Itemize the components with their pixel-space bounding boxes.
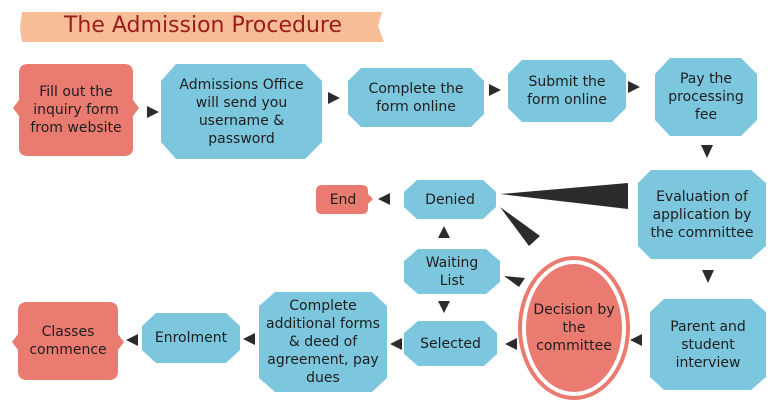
node-pay-fee-shape [655, 58, 757, 136]
node-inquiry-label: Fill out the inquiry form from website [30, 84, 122, 136]
node-waiting-list: Waiting List [416, 251, 488, 292]
node-additional-forms-label: Complete additional forms & deed of agre… [266, 298, 380, 386]
node-decision-inner [526, 264, 622, 392]
node-send-credentials-shape [161, 64, 322, 159]
node-end-shape [316, 185, 373, 214]
node-classes: Classes commence [22, 304, 114, 378]
node-interview-label: Parent and student interview [670, 318, 746, 371]
node-complete-online: Complete the form online [354, 70, 478, 125]
arrow-decision-to-selected [505, 338, 517, 350]
node-end: End [318, 186, 368, 213]
node-evaluation: Evaluation of application by the committ… [646, 172, 758, 257]
node-additional-forms: Complete additional forms & deed of agre… [262, 294, 384, 390]
node-selected: Selected [408, 323, 493, 364]
page-title: The Admission Procedure [63, 12, 343, 38]
title-banner [20, 12, 384, 42]
node-submit-online-label: Submit the form online [527, 74, 607, 108]
node-denied: Denied [408, 182, 492, 217]
node-enrolment: Enrolment [146, 315, 236, 361]
node-inquiry-shape [13, 64, 139, 156]
node-enrolment-label: Enrolment [154, 330, 228, 346]
node-send-credentials: Admissions Office will send you username… [171, 66, 312, 157]
arrow-pay-to-evaluation [701, 145, 713, 158]
arrow-forms-to-enrolment [243, 333, 255, 345]
node-classes-label: Classes commence [29, 324, 107, 358]
node-classes-shape [12, 302, 124, 380]
node-evaluation-shape [638, 170, 766, 259]
arrow-waiting-to-selected [438, 301, 450, 313]
arrow-selected-to-forms [390, 338, 402, 350]
arrow-interview-to-decision [630, 334, 642, 346]
node-denied-shape [404, 180, 496, 219]
node-submit-online: Submit the form online [514, 62, 620, 120]
node-waiting-list-shape [404, 249, 500, 294]
node-complete-online-shape [348, 68, 484, 127]
arrow-enrolment-to-classes [126, 334, 138, 346]
node-enrolment-shape [142, 313, 240, 363]
node-interview: Parent and student interview [660, 301, 756, 388]
node-send-credentials-label: Admissions Office will send you username… [179, 76, 304, 147]
node-submit-online-shape [508, 60, 626, 122]
node-denied-label: Denied [425, 191, 475, 208]
node-pay-fee-label: Pay the processing fee [668, 71, 744, 123]
arrow-decision-to-waiting [504, 276, 525, 287]
arrow-evaluation-to-interview [702, 270, 714, 283]
arrow-decision-to-denied [500, 207, 540, 246]
node-selected-label: Selected [420, 335, 481, 352]
node-inquiry: Fill out the inquiry form from website [21, 66, 131, 154]
arrow-denied-to-end [378, 193, 390, 205]
arrow-evaluation-to-denied [500, 183, 628, 209]
arrow-submit-to-pay [628, 81, 640, 93]
node-pay-fee: Pay the processing fee [666, 60, 746, 134]
node-end-label: End [329, 191, 357, 208]
arrow-credentials-to-complete [328, 92, 340, 104]
arrow-inquiry-to-credentials [147, 106, 159, 118]
node-decision: Decision by the committee [532, 288, 616, 368]
node-interview-shape [650, 299, 766, 390]
node-waiting-list-label: Waiting List [425, 254, 479, 289]
node-selected-shape [404, 321, 497, 366]
node-decision-label: Decision by the committee [533, 302, 615, 354]
arrow-complete-to-submit [489, 84, 501, 96]
node-complete-online-label: Complete the form online [368, 80, 464, 115]
arrow-waiting-to-denied [438, 226, 450, 238]
node-additional-forms-shape [259, 292, 387, 392]
node-evaluation-label: Evaluation of application by the committ… [650, 188, 754, 241]
